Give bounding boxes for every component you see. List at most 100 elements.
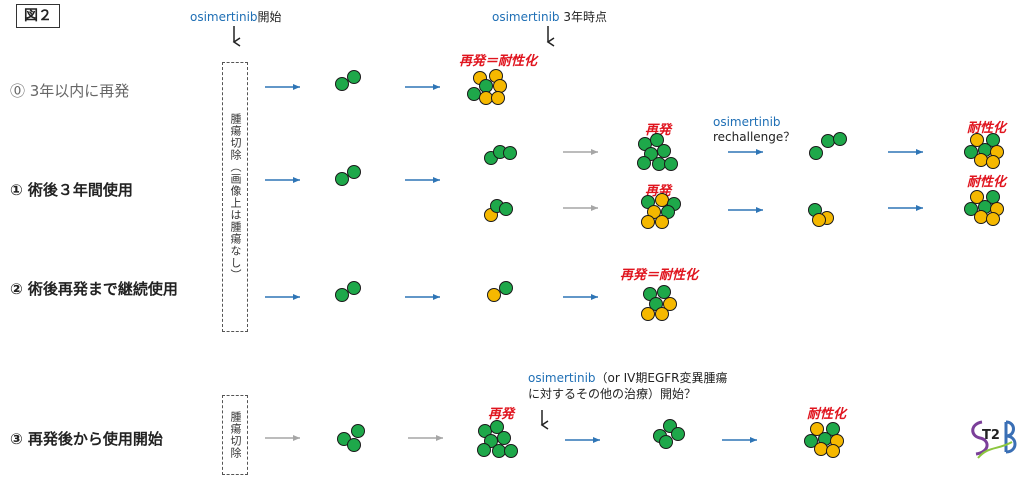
row1a-relapse-cells [637, 133, 678, 171]
resistant-cell [970, 133, 984, 147]
sensitive-cell [650, 133, 664, 147]
row3-resistant-cells [804, 422, 844, 458]
sensitive-cell [504, 444, 518, 458]
sensitive-cell [499, 281, 513, 295]
sensitive-cell [652, 157, 666, 171]
resistant-cell [986, 212, 1000, 226]
relapse-resistant-tag-row2: 再発＝耐性化 [620, 268, 699, 283]
sensitive-cell [497, 431, 511, 445]
row1-post-surgery-cells [335, 165, 361, 186]
sensitive-cell [347, 165, 361, 179]
resistant-cell [641, 215, 655, 229]
sensitive-cell [833, 132, 847, 146]
sensitive-cell [503, 146, 517, 160]
relapse-resistant-tag-row0: 再発＝耐性化 [459, 54, 538, 69]
row3-annotation-line1: （or IV期EGFR変異腫瘍 [595, 371, 728, 385]
sensitive-cell [657, 285, 671, 299]
rechallenge-text: rechallenge？ [713, 130, 796, 144]
annotation-suffix: 3年時点 [559, 10, 607, 24]
t2-logo: T2 [968, 416, 1018, 460]
sensitive-cell [964, 202, 978, 216]
sensitive-cell [467, 87, 481, 101]
row-label-0: ⓪ 3年以内に再発 [10, 82, 130, 100]
row1b-relapse-cells [641, 193, 681, 229]
row0-relapse-cells [467, 69, 507, 105]
resistant-tag-row3: 耐性化 [807, 407, 847, 422]
row2-ongoing-cells [487, 281, 513, 302]
resection-box-label: 腫瘍切除（画像上は腫瘍なし） [229, 113, 242, 281]
resistant-cell [491, 91, 505, 105]
sensitive-cell [492, 444, 506, 458]
resistant-cell [655, 215, 669, 229]
resistant-cell [655, 307, 669, 321]
resistant-cell [812, 213, 826, 227]
resistant-cell [493, 79, 507, 93]
sensitive-cell [804, 434, 818, 448]
resistant-cell [641, 307, 655, 321]
resection-box-row3-label: 腫瘍切除 [229, 411, 242, 459]
sensitive-cell [477, 443, 491, 457]
resistant-cell [974, 153, 988, 167]
resection-box: 腫瘍切除（画像上は腫瘍なし） [222, 62, 248, 332]
resistant-cell [810, 422, 824, 436]
relapse-tag-row1a: 再発 [645, 123, 672, 138]
row1b-3yr-cells [484, 199, 513, 222]
sensitive-cell [335, 288, 349, 302]
row2-relapse-cells [641, 285, 677, 321]
resistant-cell [986, 155, 1000, 169]
sensitive-cell [335, 77, 349, 91]
sensitive-cell [659, 435, 673, 449]
drug-name: osimertinib [190, 10, 258, 24]
resistant-tag-row1a: 耐性化 [967, 121, 1007, 136]
row1a-3yr-cells [484, 145, 517, 165]
sensitive-cell [347, 438, 361, 452]
sensitive-cell [499, 202, 513, 216]
resistant-tag-row1b: 耐性化 [967, 175, 1007, 190]
sensitive-cell [821, 134, 835, 148]
resistant-cell [826, 444, 840, 458]
sensitive-cell [347, 70, 361, 84]
t2-logo-graphic [971, 420, 1017, 459]
row-label-1: ① 術後３年間使用 [10, 181, 133, 199]
sensitive-cell [347, 281, 361, 295]
row0-post-surgery-cells [335, 70, 361, 91]
row1b-resistant-cells [964, 190, 1004, 226]
annotation-suffix: 開始 [257, 10, 282, 24]
figure-label: 図２ [16, 4, 60, 28]
row3-treatment-cells [653, 419, 685, 449]
row3-treatment-annotation: osimertinib（or IV期EGFR変異腫瘍 に対するその他の治療）開始… [528, 370, 728, 402]
resistant-cell [974, 210, 988, 224]
sensitive-cell [657, 144, 671, 158]
sensitive-cell [664, 157, 678, 171]
t2-logo-text: T2 [982, 428, 1000, 443]
osimertinib-start-annotation: osimertinib開始 [190, 8, 282, 25]
resistant-cell [970, 190, 984, 204]
sensitive-cell [351, 424, 365, 438]
three-year-annotation: osimertinib 3年時点 [492, 8, 607, 25]
sensitive-cell [964, 145, 978, 159]
sensitive-cell [335, 172, 349, 186]
row3-post-surgery-cells [337, 424, 365, 452]
drug-name: osimertinib [528, 371, 596, 385]
sensitive-cell [809, 146, 823, 160]
row1b-post-cells [808, 203, 834, 227]
row2-post-surgery-cells [335, 281, 361, 302]
row1a-rechallenge-cells [809, 132, 847, 160]
resistant-cell [814, 442, 828, 456]
resistant-cell [479, 91, 493, 105]
row-label-2: ② 術後再発まで継続使用 [10, 280, 178, 298]
row3-annotation-line2: に対するその他の治療）開始？ [528, 387, 697, 401]
sensitive-cell [637, 156, 651, 170]
drug-name: osimertinib [492, 10, 560, 24]
sensitive-cell [490, 420, 504, 434]
resistant-cell [663, 297, 677, 311]
row-label-3: ③ 再発後から使用開始 [10, 430, 163, 448]
row1a-resistant-cells [964, 133, 1004, 169]
resection-box-row3: 腫瘍切除 [222, 395, 248, 475]
sensitive-cell [479, 79, 493, 93]
sensitive-cell [671, 427, 685, 441]
resistant-cell [487, 288, 501, 302]
drug-name: osimertinib [713, 115, 781, 129]
row3-relapse-cells [477, 420, 518, 458]
